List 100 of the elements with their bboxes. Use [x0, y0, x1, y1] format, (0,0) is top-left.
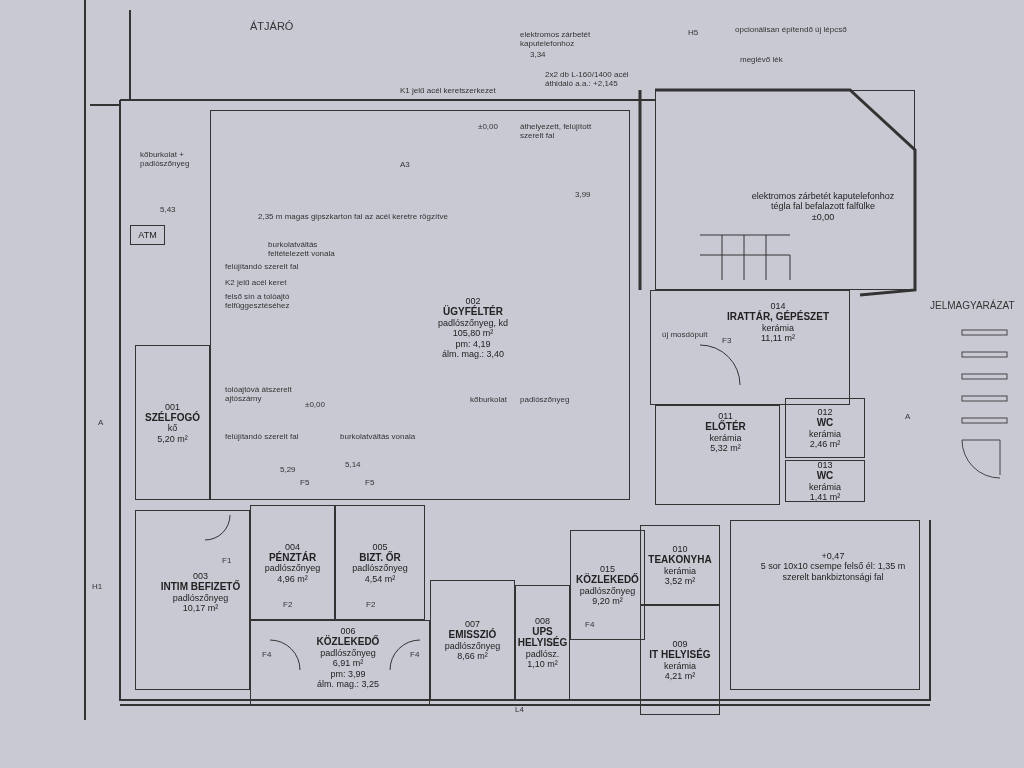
room-outline — [655, 405, 780, 505]
room-outline — [335, 505, 425, 620]
room-text: padlószőnyeg — [579, 585, 636, 596]
plan-annotation: felújítandó szerelt fal — [225, 262, 300, 272]
plan-annotation: 2x2 db L-160/1400 acél áthidaló a.a.: +2,145 — [545, 70, 630, 89]
room-text: 4,21 m² — [664, 670, 696, 682]
room-text: 010 — [672, 543, 688, 555]
plan-annotation: ±0,00 — [478, 122, 498, 132]
room-text: 007 — [465, 618, 480, 629]
room-outline — [135, 345, 210, 500]
room-outline — [135, 510, 250, 690]
plan-annotation: 5,29 — [280, 465, 296, 475]
room-text: EMISSZIÓ — [448, 629, 497, 641]
room-text: WC — [816, 417, 834, 429]
room-text: 001 — [165, 401, 180, 412]
plan-annotation: felújítandó szerelt fal — [225, 432, 300, 442]
room-text: +0,47 — [821, 551, 845, 562]
room-text: padlószőnyeg, kd — [437, 317, 509, 329]
room-text: 3,52 m² — [664, 575, 696, 587]
room-text: padlószőnyeg — [444, 640, 501, 651]
plan-annotation: opcionálisan építendő új lépcső — [735, 25, 848, 35]
room-text: kerámia — [809, 481, 841, 492]
room-text: 003 — [193, 571, 208, 581]
room-text: 012 — [817, 406, 833, 418]
plan-annotation: H5 — [688, 28, 699, 38]
plan-annotation: F5 — [365, 478, 375, 488]
plan-annotation: 5,14 — [345, 460, 361, 470]
plan-annotation: A — [98, 418, 104, 428]
room-text: kerámia — [709, 432, 742, 444]
plan-annotation: F4 — [410, 650, 420, 660]
room-text: kerámia — [664, 565, 696, 576]
room-text: 009 — [672, 638, 688, 649]
room-text: 013 — [817, 459, 833, 471]
plan-annotation: H1 — [92, 582, 103, 592]
room-outline — [785, 460, 865, 502]
room-text: álm. mag.: 3,25 — [317, 678, 379, 690]
plan-annotation: padlószőnyeg — [520, 395, 570, 405]
room-outline — [640, 525, 720, 605]
room-text: 004 — [285, 541, 300, 552]
room-text: padlószőnyeg — [320, 647, 376, 659]
room-text: 014 — [770, 301, 786, 311]
room-outline — [250, 505, 335, 620]
room-text: 002 — [465, 296, 481, 306]
plan-annotation: burkolatváltás vonala — [340, 432, 417, 442]
room-text: ATM — [138, 229, 157, 241]
plan-annotation: F2 — [366, 600, 376, 610]
room-text: kerámia — [762, 322, 794, 334]
room-outline — [650, 290, 850, 405]
room-text: ±0,00 — [811, 211, 835, 223]
room-outline — [640, 605, 720, 715]
room-text: padlószőnyeg — [352, 563, 408, 574]
room-outline — [130, 225, 165, 245]
room-text: tégla fal befalazott falfülke — [770, 201, 876, 212]
room-text: 1,10 m² — [527, 659, 558, 670]
room-text: SZÉLFOGÓ — [145, 411, 200, 424]
plan-annotation: A — [905, 412, 911, 422]
plan-annotation: 3,34 — [530, 50, 546, 60]
plan-annotation: meglévő lék — [740, 55, 784, 65]
room-text: PÉNZTÁR — [268, 551, 317, 564]
room-text: BIZT. ŐR — [359, 551, 401, 564]
plan-annotation: F4 — [262, 650, 272, 660]
room-outline — [250, 620, 430, 705]
plan-annotation: F2 — [283, 600, 293, 610]
plan-annotation: 5,43 — [160, 205, 176, 215]
room-text: padlószőnyeg — [264, 563, 321, 574]
room-text: 1,41 m² — [809, 491, 841, 503]
room-text: 006 — [340, 626, 356, 636]
room-text: 5 sor 10x10 csempe felső él: 1,35 m — [760, 561, 906, 572]
room-text: 6,91 m² — [332, 658, 364, 669]
plan-annotation: kőburkolat — [470, 395, 507, 405]
room-text: ELŐTÉR — [705, 421, 746, 433]
room-outline — [655, 90, 915, 290]
plan-annotation: tolóajtóvá átszerelt ajtószárny — [225, 385, 293, 404]
room-text: 015 — [600, 563, 615, 574]
legend-heading: JELMAGYARÁZAT — [930, 300, 1016, 312]
room-text: TEAKONYHA — [648, 554, 712, 566]
room-text: kő — [167, 423, 178, 434]
room-outline — [430, 580, 515, 700]
room-text: 9,20 m² — [592, 595, 623, 607]
room-text: padlósz. — [525, 648, 560, 660]
room-outline — [730, 520, 920, 690]
plan-annotation: K2 jelű acél keret — [225, 278, 288, 288]
plan-annotation: F3 — [722, 336, 732, 346]
room-text: 5,20 m² — [157, 433, 188, 444]
plan-annotation: ÁTJÁRÓ — [250, 20, 294, 33]
plan-annotation: A3 — [400, 160, 411, 170]
plan-annotation: új mosdópult — [662, 330, 709, 340]
plan-annotation: K1 jelű acél keretszerkezet — [400, 86, 496, 96]
room-text: 2,46 m² — [809, 438, 841, 450]
room-text: KÖZLEKEDŐ — [316, 636, 380, 648]
room-text: ÜGYFÉLTÉR — [443, 306, 503, 318]
plan-annotation: L4 — [515, 705, 524, 715]
plan-annotation: 2,35 m magas gipszkarton fal az acél keretre rögzítve — [258, 212, 448, 222]
plan-annotation: felső sín a tolóajtó felfüggesztéséhez — [225, 292, 291, 311]
plan-annotation: F5 — [300, 478, 310, 488]
room-text: pm: 3,99 — [330, 668, 366, 679]
room-outline — [210, 110, 630, 500]
room-outline — [515, 585, 570, 700]
room-text: 4,54 m² — [364, 573, 396, 584]
room-text: elektromos zárbetét kaputelefonhoz — [751, 191, 895, 202]
